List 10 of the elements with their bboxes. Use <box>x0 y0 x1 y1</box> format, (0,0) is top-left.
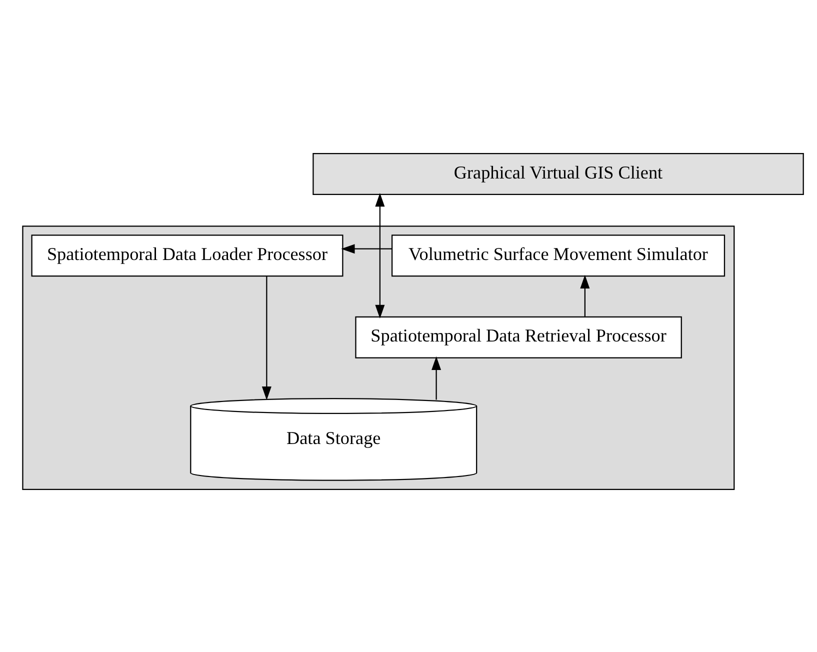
arrow <box>341 244 392 254</box>
node-box: Spatiotemporal Data Retrieval Processor <box>355 316 682 358</box>
arrow <box>262 276 272 400</box>
arrow <box>580 274 590 317</box>
cluster <box>22 226 735 490</box>
arrow <box>375 192 385 319</box>
node-box: Volumetric Surface Movement Simulator <box>391 234 726 277</box>
node-box: Spatiotemporal Data Loader Processor <box>31 234 344 277</box>
arrow <box>432 356 442 400</box>
node-box: Graphical Virtual GIS Client <box>312 152 804 195</box>
